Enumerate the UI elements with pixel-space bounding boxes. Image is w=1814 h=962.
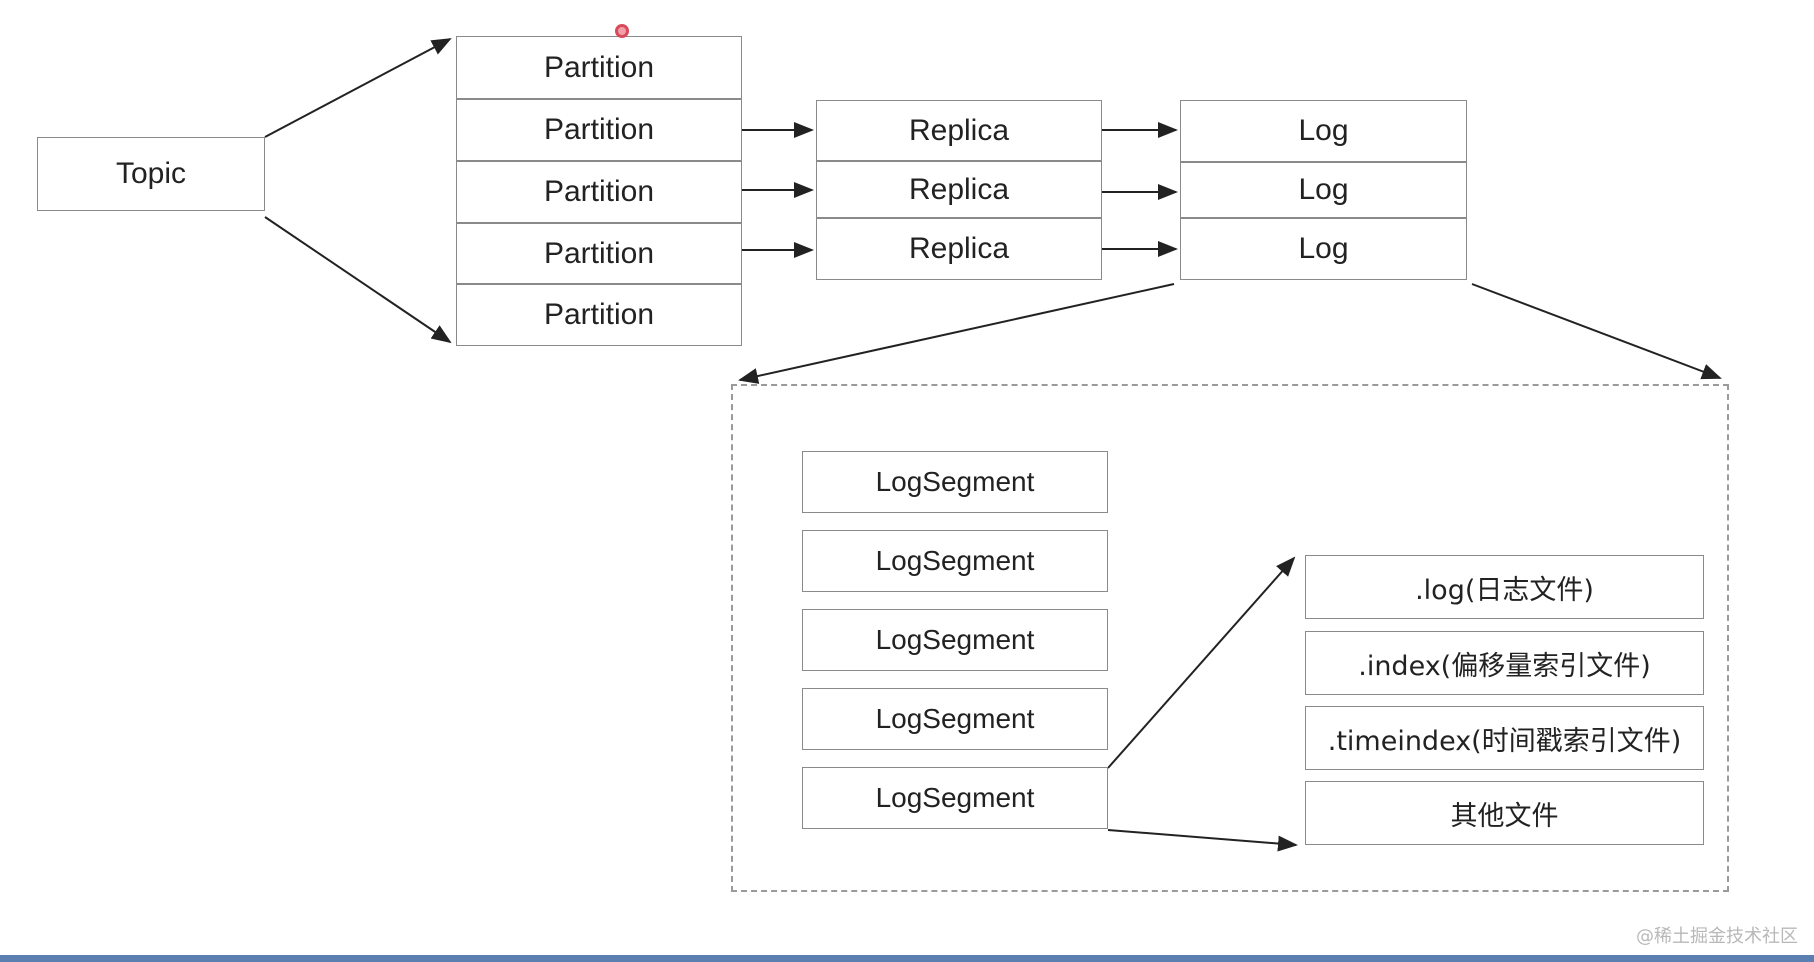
arrow-log-to-detail-left bbox=[738, 283, 1175, 384]
log-segment-box: LogSegment bbox=[802, 530, 1108, 592]
mouse-cursor-icon bbox=[615, 24, 629, 38]
partition-box: Partition bbox=[456, 36, 742, 99]
watermark: @稀土掘金技术社区 bbox=[1636, 926, 1798, 947]
segment-file-box: .index(偏移量索引文件) bbox=[1305, 631, 1704, 695]
replica-box: Replica bbox=[816, 161, 1102, 218]
log-segment-box: LogSegment bbox=[802, 688, 1108, 750]
arrow-topic-to-last-partition bbox=[264, 216, 452, 344]
log-segment-box: LogSegment bbox=[802, 451, 1108, 513]
topic-box: Topic bbox=[37, 137, 265, 211]
bottom-bar bbox=[0, 955, 1814, 962]
log-segment-box: LogSegment bbox=[802, 767, 1108, 829]
replica-box: Replica bbox=[816, 100, 1102, 161]
segment-file-box: .log(日志文件) bbox=[1305, 555, 1704, 619]
segment-file-box: .timeindex(时间戳索引文件) bbox=[1305, 706, 1704, 770]
log-detail-frame bbox=[731, 384, 1729, 892]
log-box: Log bbox=[1180, 218, 1467, 280]
partition-box: Partition bbox=[456, 161, 742, 223]
arrow-topic-to-first-partition bbox=[264, 38, 452, 138]
replica-box: Replica bbox=[816, 218, 1102, 280]
partition-box: Partition bbox=[456, 99, 742, 161]
log-box: Log bbox=[1180, 162, 1467, 218]
partition-box: Partition bbox=[456, 223, 742, 284]
segment-file-box: 其他文件 bbox=[1305, 781, 1704, 845]
log-segment-box: LogSegment bbox=[802, 609, 1108, 671]
arrow-log-to-detail-right bbox=[1471, 283, 1722, 380]
log-box: Log bbox=[1180, 100, 1467, 162]
partition-box: Partition bbox=[456, 284, 742, 346]
